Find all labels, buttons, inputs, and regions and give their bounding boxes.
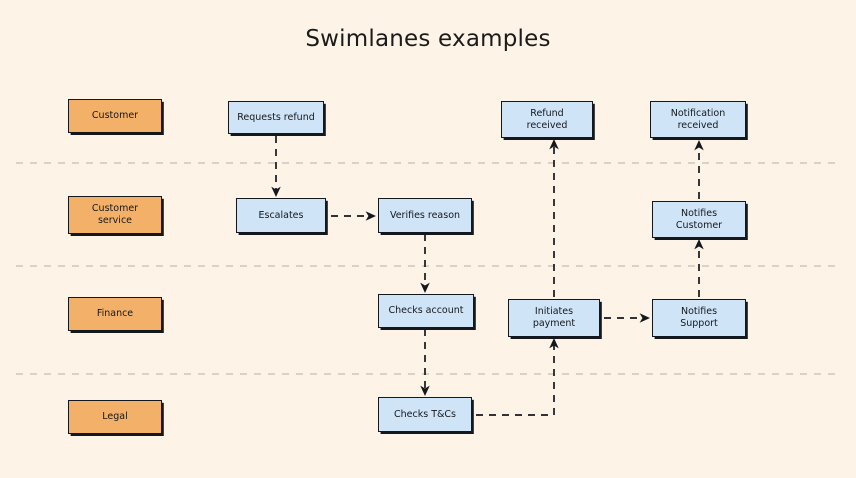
task-checks-tcs[interactable]: Checks T&Cs bbox=[378, 397, 472, 432]
lane-label-text: Finance bbox=[96, 308, 134, 320]
task-verifies-reason[interactable]: Verifies reason bbox=[378, 198, 472, 233]
task-label: Escalates bbox=[258, 209, 304, 221]
task-label: Verifies reason bbox=[389, 209, 461, 221]
task-requests-refund[interactable]: Requests refund bbox=[228, 101, 324, 134]
lane-label-finance[interactable]: Finance bbox=[68, 297, 162, 331]
lane-label-legal[interactable]: Legal bbox=[68, 400, 162, 434]
task-checks-account[interactable]: Checks account bbox=[378, 294, 474, 328]
lane-label-text: Legal bbox=[102, 411, 128, 423]
task-label: Requests refund bbox=[237, 111, 315, 123]
connector-checks-tcs-to-initiates-payment bbox=[476, 338, 559, 416]
task-escalates[interactable]: Escalates bbox=[236, 198, 326, 233]
task-label: Checks account bbox=[388, 305, 464, 317]
page-title: Swimlanes examples bbox=[305, 26, 551, 52]
lane-label-text: Customer bbox=[91, 110, 139, 122]
lane-label-customer[interactable]: Customer bbox=[68, 99, 162, 133]
task-label: Checks T&Cs bbox=[394, 408, 456, 420]
